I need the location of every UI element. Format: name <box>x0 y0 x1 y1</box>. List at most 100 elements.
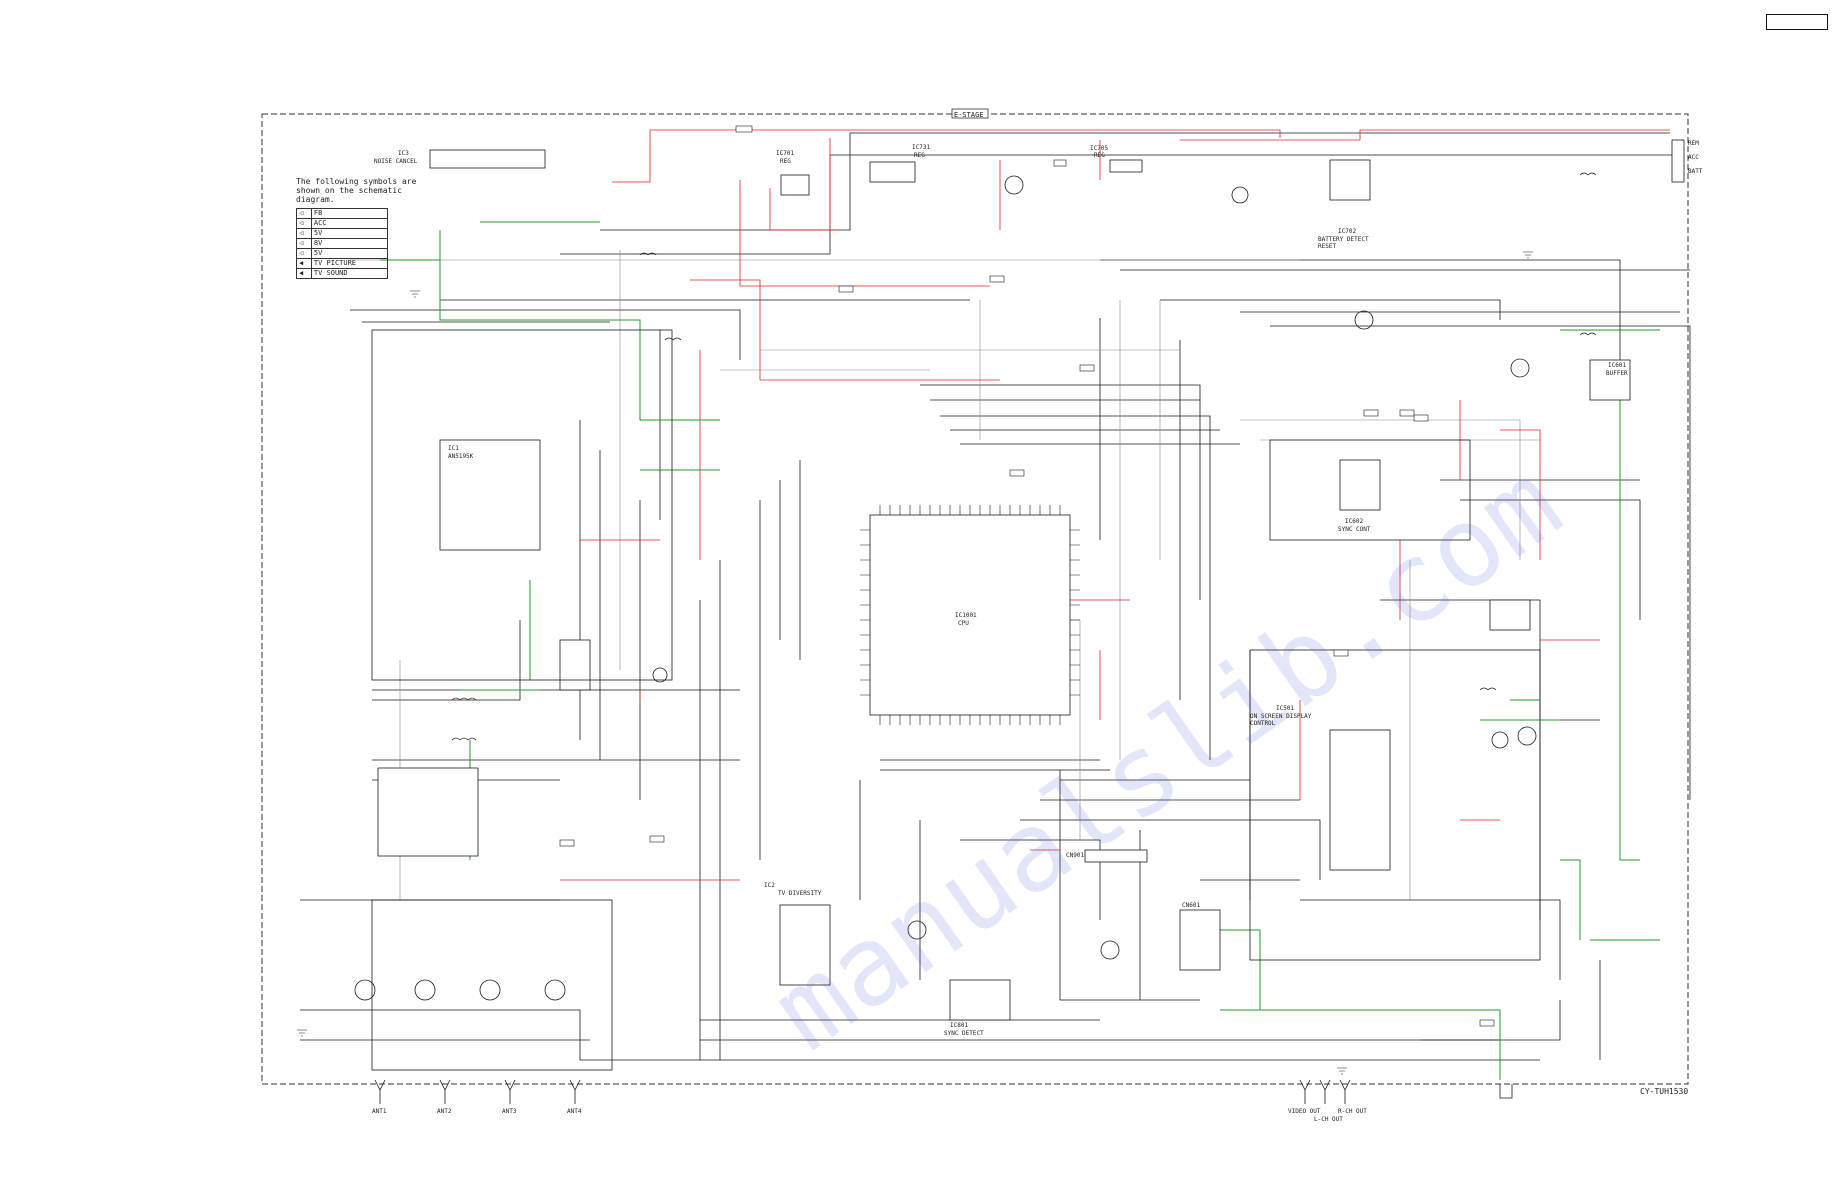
tr-q1 <box>354 979 376 1001</box>
ant4-label: ANT4 <box>567 1108 582 1115</box>
legend-symbol: ◀ <box>296 258 312 269</box>
ic2-part: TV DIVERSITY <box>778 890 822 897</box>
ic-cn <box>559 639 591 691</box>
ic701-ref: IC701 <box>776 150 795 157</box>
tr-q503 <box>1517 726 1537 746</box>
ic702-ref: IC702 <box>1338 228 1357 235</box>
l-out-label: L-CH OUT <box>1314 1116 1343 1123</box>
transistors <box>354 175 1537 1001</box>
tr-q601 <box>1354 310 1374 330</box>
legend-symbol: ◁ <box>296 238 312 249</box>
ic601-part: BUFFER <box>1606 370 1628 377</box>
footer-label: CY-TUH1530 <box>1640 1087 1688 1096</box>
ic1 <box>439 439 541 551</box>
ic702-part: BATTERY DETECT RESET <box>1318 236 1369 250</box>
ic701-part: REG <box>780 158 791 165</box>
ic501 <box>1329 729 1391 871</box>
legend-row: ◁ACC <box>296 218 389 229</box>
legend-text: TV PICTURE <box>310 258 389 269</box>
tr-q702 <box>1231 186 1249 204</box>
board-label: E-STAGE <box>954 111 984 119</box>
tr-q11 <box>652 667 668 683</box>
ic705-ref: IC705 <box>1090 145 1109 152</box>
ic601-ref: IC601 <box>1608 362 1627 369</box>
ic2 <box>779 904 831 986</box>
ic731-ref: IC731 <box>912 144 931 151</box>
power-acc-label: ACC <box>1688 154 1699 161</box>
ic705 <box>1109 159 1143 173</box>
ic2-ref: IC2 <box>764 882 775 889</box>
ic501-part: ON SCREEN DISPLAY CONTROL <box>1250 713 1312 727</box>
ground-symbols <box>297 251 1533 1075</box>
ic1-ref: IC1 <box>448 445 459 452</box>
cpu-ic <box>869 514 1071 716</box>
legend-text: 5V <box>310 228 389 239</box>
tuner-pack <box>377 767 479 857</box>
cpu-pins <box>860 505 1080 725</box>
signal-flags <box>559 125 1495 1027</box>
ic3-ref: IC3 <box>398 150 409 157</box>
legend: The following symbols are shown on the s… <box>296 177 434 279</box>
ic701 <box>780 174 810 196</box>
r-out-label: R-CH OUT <box>1338 1108 1367 1115</box>
wiring-green <box>380 221 1660 1080</box>
antenna-inputs <box>374 1079 1513 1104</box>
legend-symbol: ◁ <box>296 208 312 219</box>
ant2-label: ANT2 <box>437 1108 452 1115</box>
cn601 <box>1179 909 1221 971</box>
legend-text: FB <box>310 208 389 219</box>
legend-symbol: ◁ <box>296 228 312 239</box>
ant3-label: ANT3 <box>502 1108 517 1115</box>
legend-row: ◀TV SOUND <box>296 268 389 279</box>
tr-q4 <box>544 979 566 1001</box>
legend-row: ◁5V <box>296 228 389 239</box>
tr-q701 <box>1004 175 1024 195</box>
cn901 <box>1084 849 1148 863</box>
cn601-label: CN601 <box>1182 902 1201 909</box>
tr-q801 <box>907 920 927 940</box>
ic602 <box>1339 459 1381 511</box>
page-tag <box>1766 14 1828 30</box>
ic1001-ref: IC1001 <box>955 612 977 619</box>
tr-q2 <box>414 979 436 1001</box>
coils <box>451 172 1597 741</box>
ic801-ref: IC801 <box>950 1022 969 1029</box>
ic731-part: REG <box>914 152 925 159</box>
ic702 <box>1329 159 1371 201</box>
ic801 <box>949 979 1011 1021</box>
ic602-part: SYNC CONT <box>1338 526 1371 533</box>
tr-q603 <box>1510 358 1530 378</box>
wiring-red <box>560 129 1670 881</box>
legend-symbol: ◀ <box>296 268 312 279</box>
legend-text: TV SOUND <box>310 268 389 279</box>
power-connector <box>1671 139 1685 183</box>
ic731 <box>869 161 916 183</box>
power-rem-label: REM <box>1688 140 1699 147</box>
ic1-part: AN5195K <box>448 453 474 460</box>
legend-symbol: ◁ <box>296 218 312 229</box>
legend-text: 5V <box>310 248 389 259</box>
ic602-ref: IC602 <box>1345 518 1364 525</box>
ic603 <box>1489 599 1531 631</box>
ic705-part: REG <box>1094 152 1105 159</box>
ic1001-part: CPU <box>958 620 969 627</box>
power-batt-label: BATT <box>1688 168 1703 175</box>
legend-row: ◁8V <box>296 238 389 249</box>
legend-text: ACC <box>310 218 389 229</box>
tr-q901 <box>1100 940 1120 960</box>
tr-q502 <box>1491 731 1509 749</box>
video-out-label: VIDEO OUT <box>1288 1108 1321 1115</box>
ic801-part: SYNC DETECT <box>944 1030 984 1037</box>
ic3-part: NOISE CANCEL <box>374 158 418 165</box>
legend-heading: The following symbols are shown on the s… <box>296 177 417 204</box>
tr-q3 <box>479 979 501 1001</box>
ant1-label: ANT1 <box>372 1108 387 1115</box>
cn901-label: CN901 <box>1066 852 1085 859</box>
ic3 <box>429 149 546 169</box>
legend-symbol: ◁ <box>296 248 312 259</box>
ic-bodies <box>371 139 1685 1071</box>
ic601 <box>1589 359 1631 401</box>
legend-text: 8V <box>310 238 389 249</box>
legend-row: ◀TV PICTURE <box>296 258 389 269</box>
